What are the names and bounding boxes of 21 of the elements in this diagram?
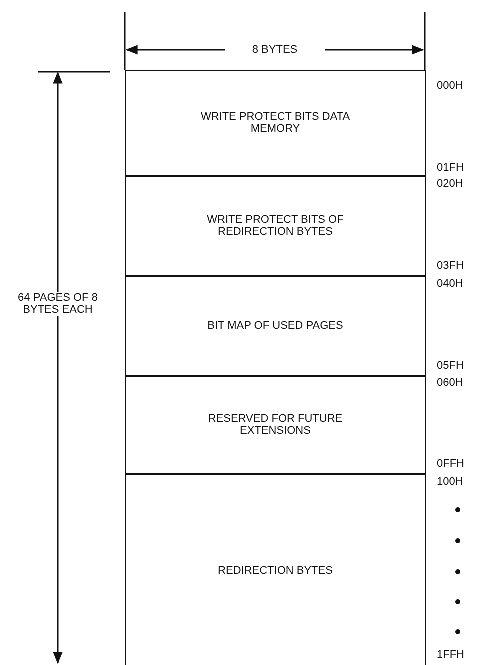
- address-label: 1FFH: [437, 649, 464, 661]
- region-label: BIT MAP OF USED PAGES: [206, 320, 344, 332]
- address-label: 020H: [437, 178, 464, 190]
- address-label: 060H: [437, 377, 464, 389]
- address-label: 000H: [437, 80, 464, 92]
- memory-region: [125, 275, 426, 376]
- address-label: 0FFH: [437, 458, 464, 470]
- region-label: WRITE PROTECT BITS DATA MEMORY: [200, 111, 350, 136]
- address-label: 03FH: [437, 260, 464, 272]
- memory-region: [125, 70, 426, 176]
- region-label: WRITE PROTECT BITS OF REDIRECTION BYTES: [206, 214, 345, 238]
- region-label: REDIRECTION BYTES: [217, 564, 334, 577]
- memory-region: [125, 473, 426, 665]
- address-label: 100H: [437, 476, 464, 488]
- address-label: 01FH: [437, 162, 464, 174]
- address-label: 05FH: [437, 360, 464, 372]
- address-label: 040H: [437, 278, 464, 290]
- region-label: RESERVED FOR FUTURE EXTENSIONS: [207, 412, 344, 437]
- dimension-label: 8 BYTES: [225, 44, 325, 56]
- memory-region: [125, 175, 426, 276]
- memory-region: [125, 375, 426, 474]
